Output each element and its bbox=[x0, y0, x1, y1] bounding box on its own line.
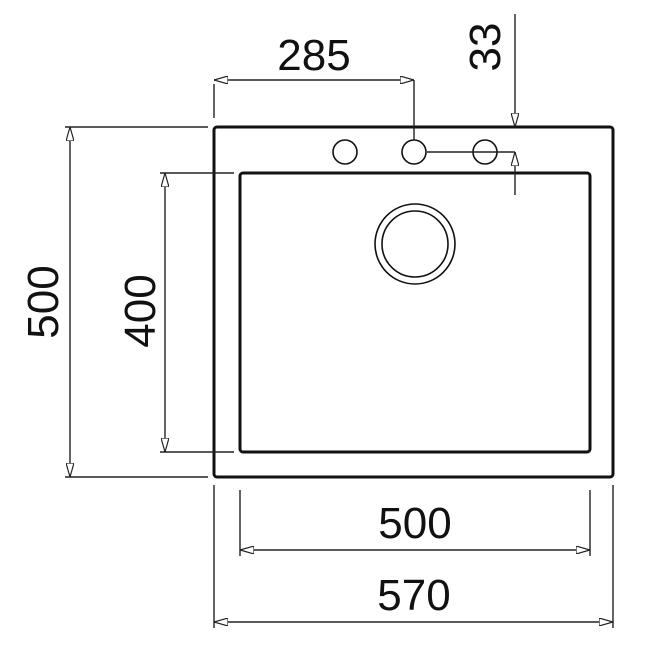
dimension-inner-height: 400 bbox=[116, 172, 234, 453]
tap-hole-center bbox=[401, 139, 427, 165]
drain-outer bbox=[374, 203, 456, 285]
dimension-33: 33 bbox=[427, 14, 515, 195]
dimension-label-33: 33 bbox=[461, 23, 510, 72]
dimension-label-outer-width: 570 bbox=[377, 571, 450, 620]
dimension-outer-height: 500 bbox=[19, 126, 208, 478]
sink-outer-outline bbox=[212, 125, 615, 479]
dimension-label-285: 285 bbox=[277, 31, 350, 80]
dimension-label-inner-width: 500 bbox=[378, 499, 451, 548]
dimension-label-outer-height: 500 bbox=[19, 265, 68, 338]
dimension-outer-width: 570 bbox=[213, 485, 614, 628]
basin-outline bbox=[238, 171, 592, 454]
drain-inner bbox=[381, 210, 449, 278]
dimension-inner-width: 500 bbox=[239, 490, 591, 556]
tap-hole-left bbox=[332, 139, 358, 165]
dimension-label-inner-height: 400 bbox=[116, 274, 165, 347]
dimension-285: 285 bbox=[213, 31, 415, 140]
